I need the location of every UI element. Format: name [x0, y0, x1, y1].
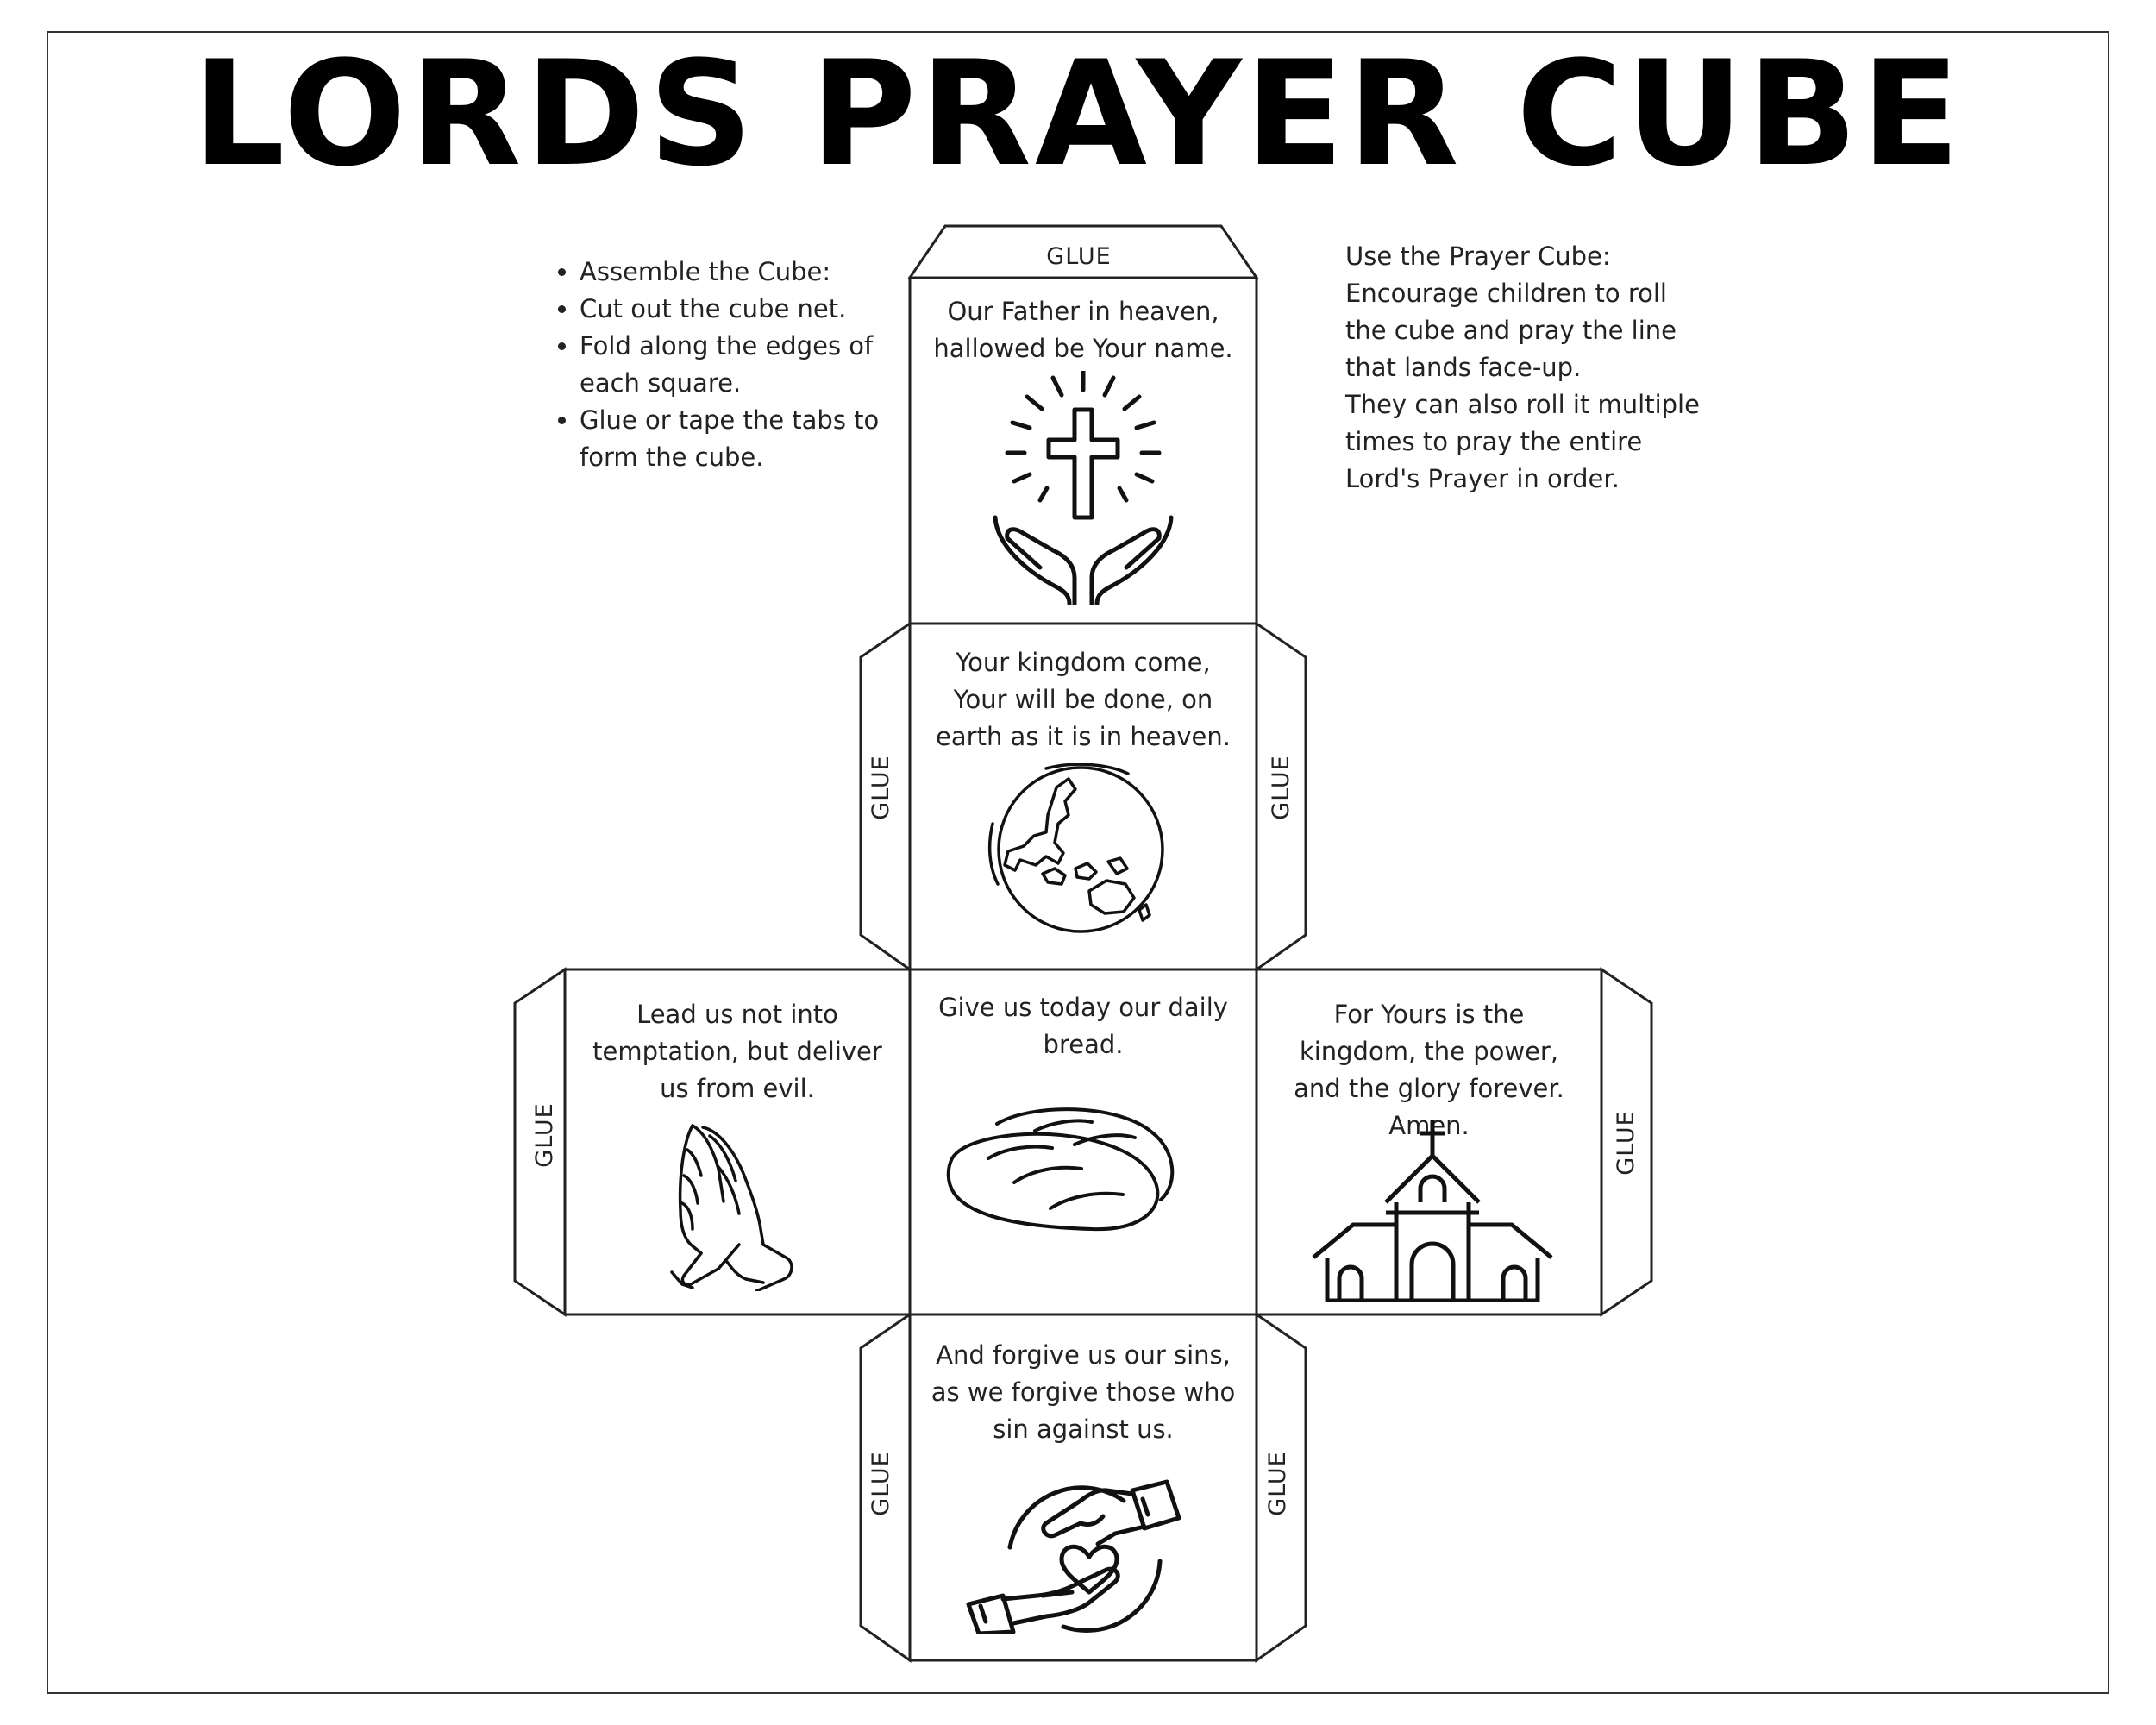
face-left: [563, 968, 912, 1316]
bread-icon: [945, 1107, 1178, 1232]
glue-label: GLUE: [1268, 755, 1294, 819]
church-icon: [1310, 1120, 1555, 1302]
prayer-line-top: Our Father in heaven, hallowed be Your n…: [933, 297, 1233, 363]
usage-text-extra: They can also roll it multiple times to …: [1345, 390, 1700, 493]
glue-label: GLUE: [1046, 243, 1111, 270]
cross-in-hands-icon: [988, 371, 1178, 605]
usage-heading: Use the Prayer Cube:: [1345, 242, 1611, 271]
prayer-line-left: Lead us not into temptation, but deliver…: [592, 1000, 882, 1103]
instruction-item: Fold along the edges of each square.: [580, 328, 907, 402]
prayer-line-right: For Yours is the kingdom, the power, and…: [1294, 1000, 1564, 1140]
praying-hands-icon: [667, 1124, 796, 1291]
glue-label: GLUE: [1264, 1451, 1291, 1515]
page-title: LORDS PRAYER CUBE: [192, 29, 1964, 198]
instruction-item: Glue or tape the tabs to form the cube.: [580, 402, 907, 476]
glue-label: GLUE: [531, 1102, 558, 1167]
prayer-line-bottom: And forgive us our sins, as we forgive t…: [931, 1340, 1236, 1444]
glue-label: GLUE: [1613, 1110, 1639, 1175]
face-top: [908, 276, 1258, 625]
forgiving-hands-heart-icon: [960, 1475, 1210, 1634]
prayer-line-center: Give us today our daily bread.: [938, 993, 1228, 1059]
glue-label: GLUE: [868, 1451, 894, 1515]
face-upper: [908, 622, 1258, 971]
globe-icon: [986, 763, 1175, 936]
usage-text: Encourage children to roll the cube and …: [1345, 279, 1677, 382]
glue-label: GLUE: [868, 755, 894, 819]
assembly-instructions: Assemble the Cube: Cut out the cube net.…: [545, 254, 907, 476]
usage-instructions: Use the Prayer Cube: Encourage children …: [1345, 238, 1708, 498]
instruction-item: Assemble the Cube:: [580, 254, 907, 291]
page-frame: [47, 31, 2109, 1694]
prayer-line-upper: Your kingdom come, Your will be done, on…: [936, 648, 1231, 751]
face-right: [1255, 968, 1603, 1316]
instruction-item: Cut out the cube net.: [580, 291, 907, 328]
